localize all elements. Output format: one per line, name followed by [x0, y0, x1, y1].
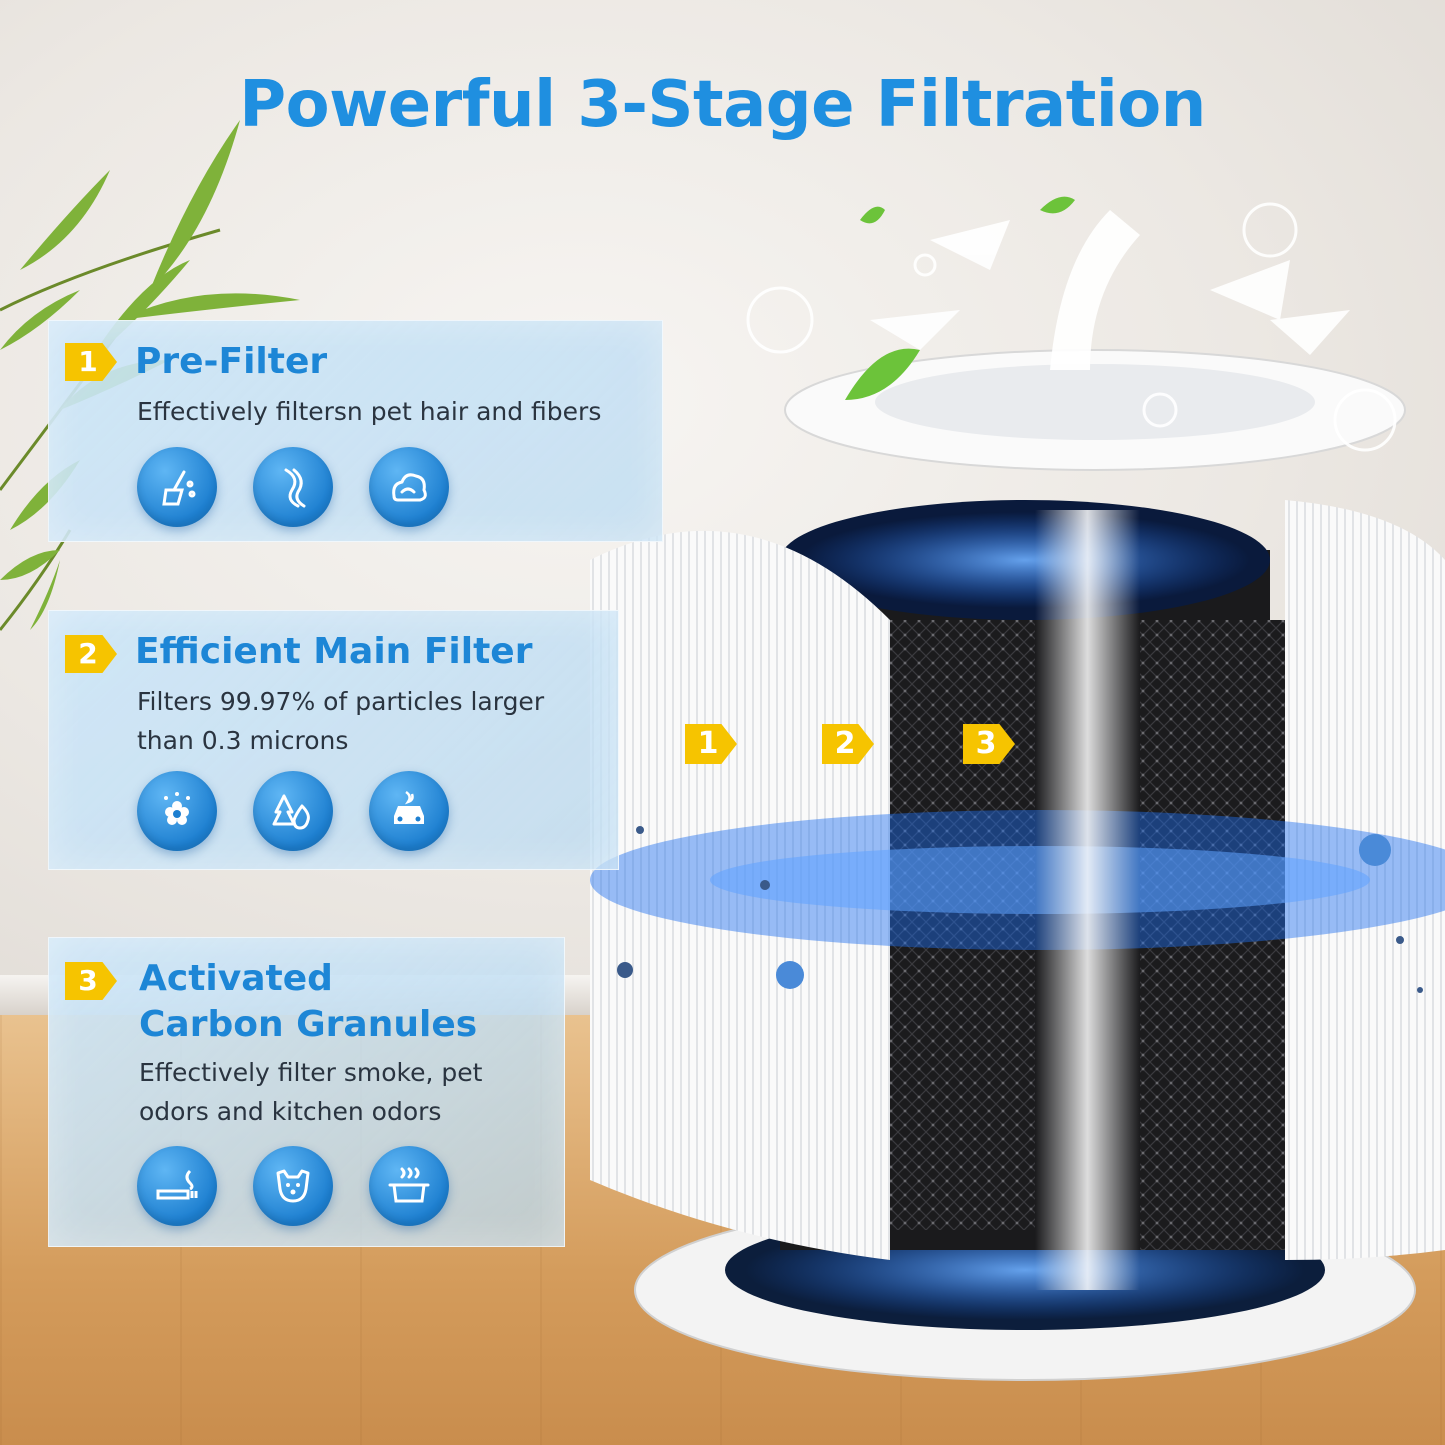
cigarette-smoke-icon	[137, 1146, 217, 1226]
broom-dust-icon	[137, 447, 217, 527]
hair-strand-icon	[253, 447, 333, 527]
stage-desc-2-line-1: Filters 99.97% of particles larger	[137, 687, 545, 716]
stage-badge-1: 1	[65, 343, 117, 381]
stage-card-2: 2 Efficient Main Filter Filters 99.97% o…	[48, 610, 619, 870]
stage-card-1: 1 Pre-Filter Effectively filtersn pet ha…	[48, 320, 663, 542]
stage-icons-2	[137, 771, 449, 851]
stage-badge-3: 3	[65, 962, 117, 1000]
stage-desc-3-line-2: odors and kitchen odors	[139, 1097, 442, 1126]
filter-illustration	[590, 196, 1445, 1381]
pollen-flower-icon	[137, 771, 217, 851]
page-title: Powerful 3-Stage Filtration	[239, 68, 1206, 142]
stage-title-3-line-2: Carbon Granules	[139, 1004, 478, 1045]
stage-title-2: Efficient Main Filter	[135, 631, 533, 672]
stage-icons-1	[137, 447, 449, 527]
stage-title-3-line-1: Activated	[139, 958, 333, 999]
pet-dog-icon	[253, 1146, 333, 1226]
car-exhaust-icon	[369, 771, 449, 851]
stage-icons-3	[137, 1146, 449, 1226]
wildfire-smoke-icon	[253, 771, 333, 851]
stage-badge-2: 2	[65, 635, 117, 673]
stage-title-1: Pre-Filter	[135, 341, 328, 382]
stage-desc-2-line-2: than 0.3 microns	[137, 726, 349, 755]
stage-card-3: 3 Activated Carbon Granules Effectively …	[48, 937, 565, 1247]
lint-ball-icon	[369, 447, 449, 527]
cooking-pot-icon	[369, 1146, 449, 1226]
stage-desc-1-line-1: Effectively filtersn pet hair and fibers	[137, 397, 602, 426]
stage-desc-3-line-1: Effectively filter smoke, pet	[139, 1058, 483, 1087]
